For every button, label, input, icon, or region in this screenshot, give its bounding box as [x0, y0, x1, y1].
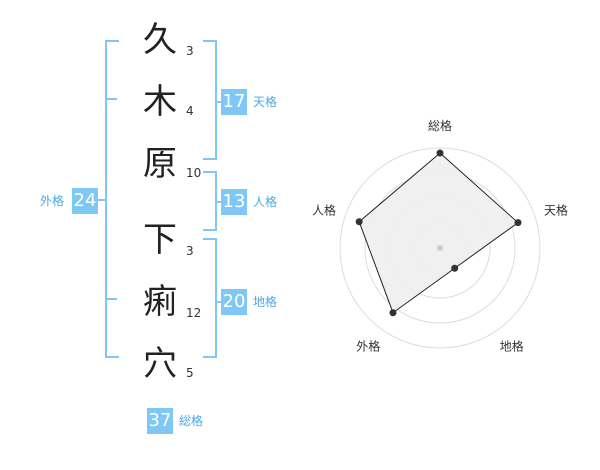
radar-point [389, 309, 397, 317]
radar-point [451, 264, 459, 272]
radar-axis-label: 総格 [428, 118, 452, 133]
chikaku-bracket [203, 238, 217, 358]
radar-axis-label: 人格 [312, 202, 336, 217]
jinkaku-bracket [203, 171, 217, 231]
radar-shape [358, 152, 519, 314]
kanji-2: 木 [143, 82, 177, 122]
chikaku-label: 地格 [253, 295, 278, 309]
kanji-4: 下 [143, 220, 177, 260]
radar-point [355, 218, 363, 226]
tenkaku-bracket [203, 40, 217, 160]
jinkaku-value: 13 [221, 189, 247, 215]
radar-point [436, 149, 444, 157]
radar-axis-label: 外格 [356, 339, 380, 354]
stroke-count-3: 10 [186, 166, 202, 180]
radar-axis-label: 天格 [544, 202, 568, 217]
radar-point [514, 219, 522, 227]
bracket-tick [216, 101, 222, 103]
stroke-count-5: 12 [186, 306, 202, 320]
stroke-count-4: 3 [186, 244, 194, 258]
chikaku-value: 20 [221, 289, 247, 315]
bracket-tick [216, 301, 222, 303]
stroke-count-6: 5 [186, 366, 194, 380]
radar-center-dot [437, 245, 443, 251]
bracket-tick [98, 199, 106, 201]
bracket-tick [105, 298, 117, 300]
radar-axis-label: 地格 [500, 339, 524, 354]
bracket-tick [105, 98, 117, 100]
kanji-3: 原 [143, 144, 177, 184]
stroke-count-1: 3 [186, 44, 194, 58]
soukaku-value: 37 [147, 408, 173, 434]
bracket-tick [216, 201, 222, 203]
kanji-6: 穴 [143, 344, 177, 384]
kanji-5: 痢 [143, 282, 177, 322]
jinkaku-label: 人格 [253, 195, 278, 209]
stroke-count-2: 4 [186, 104, 194, 118]
tenkaku-value: 17 [221, 89, 247, 115]
gaikaku-bracket [105, 40, 119, 358]
radar-points [355, 149, 522, 317]
gaikaku-label: 外格 [40, 194, 65, 208]
gaikaku-value: 24 [72, 188, 98, 214]
soukaku-label: 総格 [179, 414, 204, 428]
tenkaku-label: 天格 [253, 95, 278, 109]
radar-ring [339, 147, 541, 349]
kanji-1: 久 [143, 20, 177, 60]
